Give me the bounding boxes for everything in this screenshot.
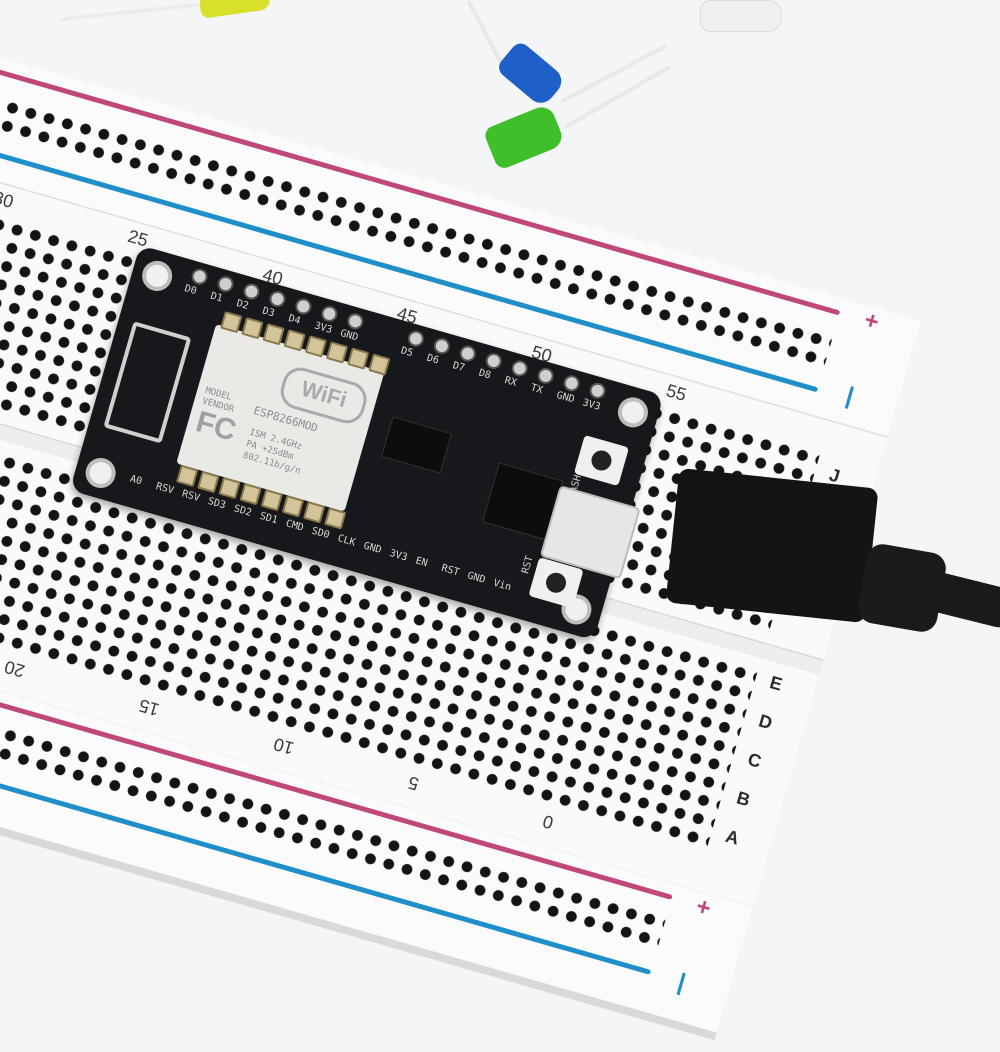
header-pin — [509, 358, 530, 379]
reset-label: RST — [520, 554, 536, 576]
pin-label: D4 — [287, 312, 302, 327]
yellow-led — [198, 0, 272, 19]
pin-label: D3 — [261, 305, 276, 320]
pin-label: CMD — [284, 518, 305, 534]
row-letter: A — [723, 825, 742, 849]
pin-label: GND — [338, 327, 360, 344]
led-lead — [565, 65, 671, 129]
green-led — [482, 103, 566, 171]
header-pin — [215, 274, 236, 294]
pin-label: D1 — [209, 290, 224, 305]
pin-label: SD3 — [206, 495, 227, 512]
rail-plus-sign: + — [692, 892, 714, 923]
header-pin — [535, 365, 556, 386]
column-number: 20 — [2, 656, 27, 682]
header-pin — [345, 311, 366, 332]
pin-label: D7 — [451, 360, 467, 375]
pin-label: SD1 — [258, 510, 279, 527]
column-number: 5 — [405, 772, 422, 795]
header-pin — [319, 303, 340, 324]
pin-label: RST — [440, 562, 461, 579]
header-pin — [561, 373, 582, 394]
led-lead — [60, 2, 200, 22]
pin-label: A0 — [128, 473, 144, 488]
pin-label: GND — [555, 389, 576, 406]
rail-minus-sign: | — [674, 968, 689, 997]
pin-label: CLK — [336, 533, 357, 549]
row-letter: C — [745, 749, 764, 772]
row-letter: B — [734, 787, 753, 811]
pin-label: TX — [529, 382, 544, 397]
header-pin — [405, 328, 426, 349]
column-number: 15 — [136, 695, 162, 720]
header-pin — [457, 343, 478, 364]
pin-label: RX — [503, 375, 518, 389]
pin-label: D0 — [183, 283, 198, 298]
header-pin — [483, 351, 504, 371]
module-pad — [176, 464, 199, 488]
pin-label: SD0 — [310, 525, 331, 542]
blue-led — [495, 39, 567, 109]
pin-label: D6 — [425, 352, 441, 367]
pin-label: 3V3 — [581, 397, 602, 413]
pin-label: 3V3 — [388, 547, 409, 564]
pin-label: D2 — [235, 298, 250, 313]
header-pin — [587, 380, 608, 401]
mounting-hole — [82, 454, 120, 492]
rail-minus-sign: | — [842, 382, 857, 410]
pin-label: RSV — [154, 481, 175, 497]
module-pad — [197, 470, 220, 494]
module-pad — [239, 483, 262, 506]
clear-led — [700, 0, 782, 32]
voltage-regulator — [381, 416, 453, 474]
product-photo: + | 30 25 40 45 50 55 J I H G E D C B A … — [0, 0, 1000, 1000]
led-lead — [466, 0, 503, 64]
module-pad — [281, 495, 305, 518]
pin-label: D5 — [399, 345, 415, 360]
column-number: 30 — [0, 187, 16, 213]
module-pad — [218, 476, 241, 500]
header-pin — [293, 296, 314, 317]
pin-label: RSV — [180, 488, 201, 504]
rail-plus-sign: + — [861, 306, 883, 337]
pin-label: 3V3 — [312, 320, 334, 336]
pin-label: GND — [466, 570, 487, 586]
column-number: 10 — [271, 733, 297, 759]
pin-label: Vin — [492, 577, 513, 594]
row-letter: D — [756, 710, 775, 734]
row-letter: E — [767, 672, 785, 695]
header-pin — [241, 281, 262, 302]
module-pad — [260, 489, 283, 512]
header-pin — [189, 266, 210, 287]
pcb-antenna — [103, 321, 192, 444]
pin-label: SD2 — [232, 503, 253, 519]
mounting-hole — [614, 393, 652, 431]
module-pad — [302, 501, 326, 524]
header-pin — [431, 336, 452, 357]
pin-label: D8 — [477, 367, 492, 382]
pin-label: EN — [414, 555, 429, 570]
module-pad — [324, 507, 347, 530]
header-pin — [267, 289, 288, 309]
column-number: 0 — [540, 810, 556, 833]
column-number: 55 — [663, 380, 689, 405]
mounting-hole — [138, 257, 176, 295]
usb-cable-plug — [665, 467, 879, 624]
pin-label: GND — [362, 540, 383, 557]
